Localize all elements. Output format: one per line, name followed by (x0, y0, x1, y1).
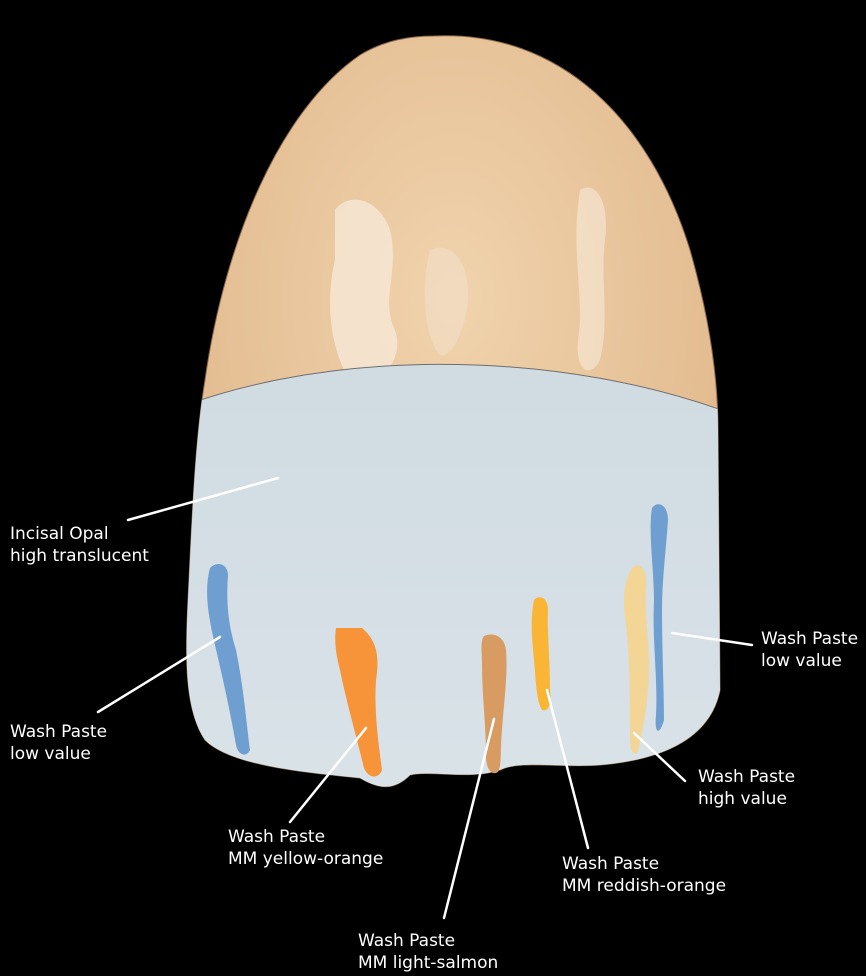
label-wash-reddish-line1: Wash Paste (562, 853, 726, 875)
label-wash-left-low-line1: Wash Paste (10, 721, 107, 743)
label-wash-yellow-orange: Wash Paste MM yellow-orange (228, 826, 383, 870)
dentin-highlight-right (576, 187, 606, 370)
label-incisal-opal-line1: Incisal Opal (10, 523, 149, 545)
label-wash-right-low: Wash Paste low value (761, 628, 858, 672)
incisal-opal-layer (150, 364, 760, 900)
label-incisal-opal-line2: high translucent (10, 545, 149, 567)
label-wash-salmon: Wash Paste MM light-salmon (358, 930, 498, 974)
label-wash-reddish-line2: MM reddish-orange (562, 875, 726, 897)
label-wash-left-low: Wash Paste low value (10, 721, 107, 765)
dentin-highlight-left (330, 200, 397, 382)
label-wash-salmon-line2: MM light-salmon (358, 952, 498, 974)
label-wash-salmon-line1: Wash Paste (358, 930, 498, 952)
label-wash-left-low-line2: low value (10, 743, 107, 765)
label-wash-high-line1: Wash Paste (698, 766, 795, 788)
label-wash-yellow-orange-line2: MM yellow-orange (228, 848, 383, 870)
label-wash-right-low-line2: low value (761, 650, 858, 672)
label-wash-yellow-orange-line1: Wash Paste (228, 826, 383, 848)
label-wash-right-low-line1: Wash Paste (761, 628, 858, 650)
label-wash-high-line2: high value (698, 788, 795, 810)
label-wash-high: Wash Paste high value (698, 766, 795, 810)
label-incisal-opal: Incisal Opal high translucent (10, 523, 149, 567)
label-wash-reddish: Wash Paste MM reddish-orange (562, 853, 726, 897)
